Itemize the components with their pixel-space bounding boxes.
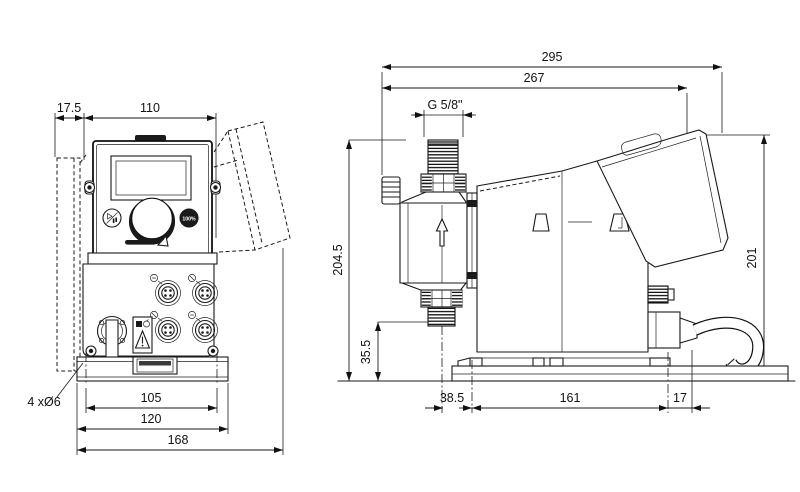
dim-text-overall-depth: 295 bbox=[542, 50, 563, 64]
side-view: 295 267 G 5/8" 204.5 35.5 bbox=[331, 50, 796, 413]
dim-wall-offset: 17.5 bbox=[54, 101, 85, 160]
dim-text-wall-offset: 17.5 bbox=[57, 101, 81, 115]
dim-front-overhang: 38.5 bbox=[425, 391, 472, 411]
connector-socket-top-left bbox=[155, 280, 181, 306]
screw-top-right bbox=[209, 180, 222, 195]
dim-text-front-overhang: 38.5 bbox=[440, 391, 464, 405]
screw-bottom-left bbox=[85, 345, 97, 357]
dim-connection-thread: G 5/8" bbox=[411, 98, 476, 137]
warning-triangle-icon bbox=[134, 329, 151, 349]
dim-text-rear-overhang: 17 bbox=[673, 391, 687, 405]
dim-text-connection-thread: G 5/8" bbox=[427, 98, 462, 112]
discharge-valve bbox=[420, 139, 467, 193]
start-stop-button bbox=[102, 208, 122, 228]
play-pause-icon bbox=[106, 212, 118, 224]
connector-socket-bottom-right bbox=[192, 317, 218, 343]
vent-slot-right bbox=[609, 213, 630, 232]
dim-suction-valve-height: 35.5 bbox=[359, 321, 437, 381]
dim-depth-to-control-cube: 267 bbox=[382, 71, 688, 136]
dim-text-suction-valve-height: 35.5 bbox=[359, 340, 373, 364]
deaeration-knob bbox=[381, 176, 401, 205]
wall-plate-dashed bbox=[56, 154, 87, 372]
screw-bottom-right bbox=[207, 345, 219, 357]
connector-id-icons bbox=[150, 274, 201, 322]
control-cube: 100% bbox=[83, 135, 222, 265]
hundred-percent-label: 100% bbox=[182, 216, 196, 222]
dim-text-depth-to-control-cube: 267 bbox=[524, 71, 545, 85]
front-view: 17.5 110 bbox=[27, 101, 291, 455]
dim-rear-overhang: 17 bbox=[668, 391, 710, 411]
dim-overall-width: 168 bbox=[77, 248, 284, 455]
rear-threaded-stub bbox=[647, 285, 669, 304]
baseplate-front bbox=[76, 353, 229, 385]
connector-socket-top-right bbox=[192, 280, 218, 306]
dim-height-to-control-cube: 201 bbox=[700, 134, 770, 381]
grundfos-logo bbox=[125, 234, 169, 247]
motor-housing bbox=[476, 160, 649, 353]
cable-gland-side bbox=[647, 311, 698, 349]
dim-text-height-to-control-cube: 201 bbox=[745, 248, 759, 269]
dim-hole-spacing: 105 bbox=[85, 388, 218, 413]
dim-text-panel-width: 110 bbox=[140, 101, 160, 115]
up-arrow-icon bbox=[435, 217, 449, 247]
control-cube-tilted-ghost bbox=[213, 121, 291, 253]
power-cable-side bbox=[692, 316, 765, 376]
dim-text-hole-spacing: 105 bbox=[141, 391, 162, 405]
display bbox=[110, 155, 192, 201]
click-wheel-side-profile bbox=[621, 133, 662, 156]
control-cube-side bbox=[596, 129, 729, 268]
dosing-head bbox=[381, 139, 478, 413]
mounting-holes-label: 4 xØ6 bbox=[27, 395, 60, 409]
head-flange bbox=[466, 192, 478, 289]
screw-top-left bbox=[83, 180, 96, 195]
connection-body bbox=[82, 263, 219, 376]
dim-panel-width: 110 bbox=[84, 101, 217, 238]
rear-connections bbox=[647, 285, 765, 376]
dim-text-overall-width: 168 bbox=[168, 433, 189, 447]
dim-baseplate-length: 161 bbox=[472, 391, 668, 411]
click-wheel bbox=[128, 197, 176, 245]
hundred-percent-button: 100% bbox=[179, 208, 199, 228]
mounting-holes-callout: 4 xØ6 bbox=[27, 362, 84, 409]
dim-text-baseplate-width: 120 bbox=[141, 412, 162, 426]
suction-valve bbox=[401, 282, 467, 327]
connector-socket-bottom-left bbox=[155, 317, 181, 343]
dim-height-to-connection: 204.5 bbox=[331, 139, 406, 381]
dim-text-baseplate-length: 161 bbox=[560, 391, 581, 405]
vent-slot-left bbox=[532, 213, 550, 232]
baseplate-side bbox=[451, 350, 789, 413]
dim-text-height-to-connection: 204.5 bbox=[331, 244, 345, 275]
warning-label bbox=[132, 316, 153, 354]
dim-baseplate-width: 120 bbox=[76, 383, 229, 455]
